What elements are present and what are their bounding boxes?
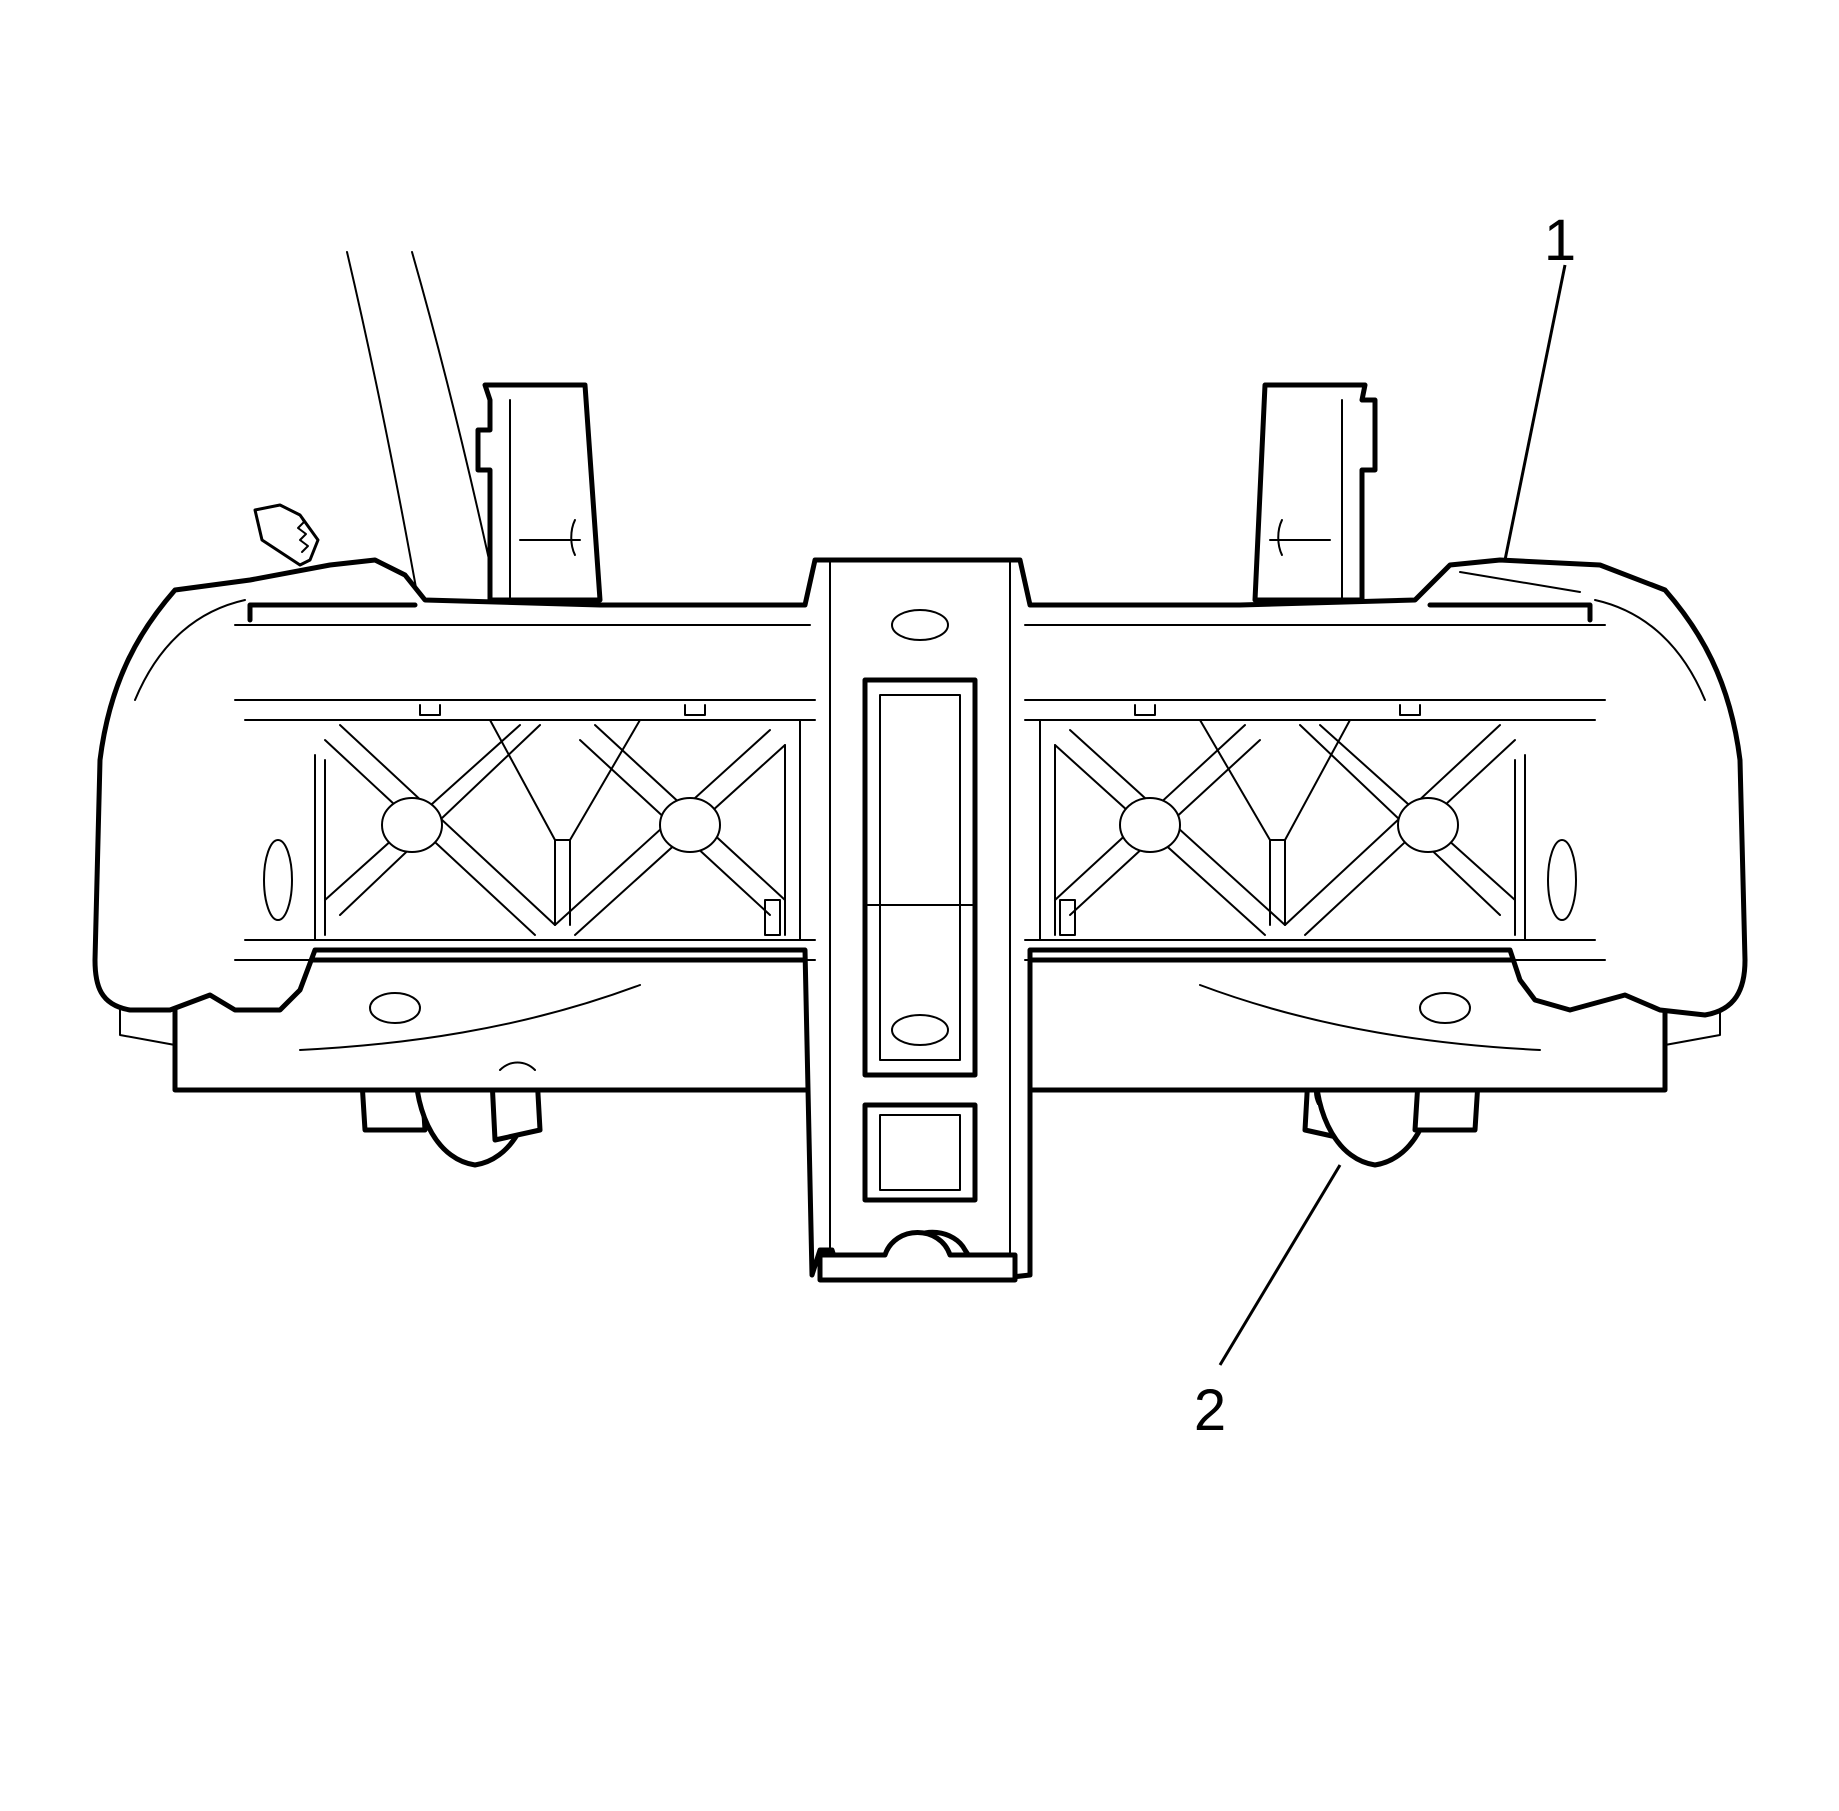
left-toothed-tab (253, 503, 320, 567)
left-lattice-hole-2 (659, 797, 721, 853)
right-lattice-hole-1 (1119, 797, 1181, 853)
callout-2-leader (1218, 1164, 1342, 1366)
right-lattice-hole-2 (1397, 797, 1459, 853)
callout-1-leader (1503, 264, 1567, 561)
lower-skirt-details (299, 984, 1541, 1071)
callout-1: 1 (1503, 208, 1576, 561)
top-rim-details (134, 571, 1706, 701)
upper-right-bracket (1252, 382, 1378, 603)
left-lattice-hole-1 (381, 797, 443, 853)
callout-1-label: 1 (1544, 208, 1576, 273)
upper-left-bracket (475, 382, 603, 603)
left-side-slot (263, 839, 293, 921)
left-lattice-panel (234, 699, 816, 961)
lower-left-hole (369, 992, 421, 1024)
callout-2: 2 (1194, 1164, 1342, 1443)
center-post-top-hole (891, 609, 949, 641)
center-post-lower-hole (891, 1014, 949, 1046)
callout-2-label: 2 (1194, 1378, 1226, 1443)
right-side-slot (1547, 839, 1577, 921)
center-post (829, 559, 1011, 1256)
right-lattice-panel (1024, 699, 1606, 961)
lower-right-hole (1419, 992, 1471, 1024)
